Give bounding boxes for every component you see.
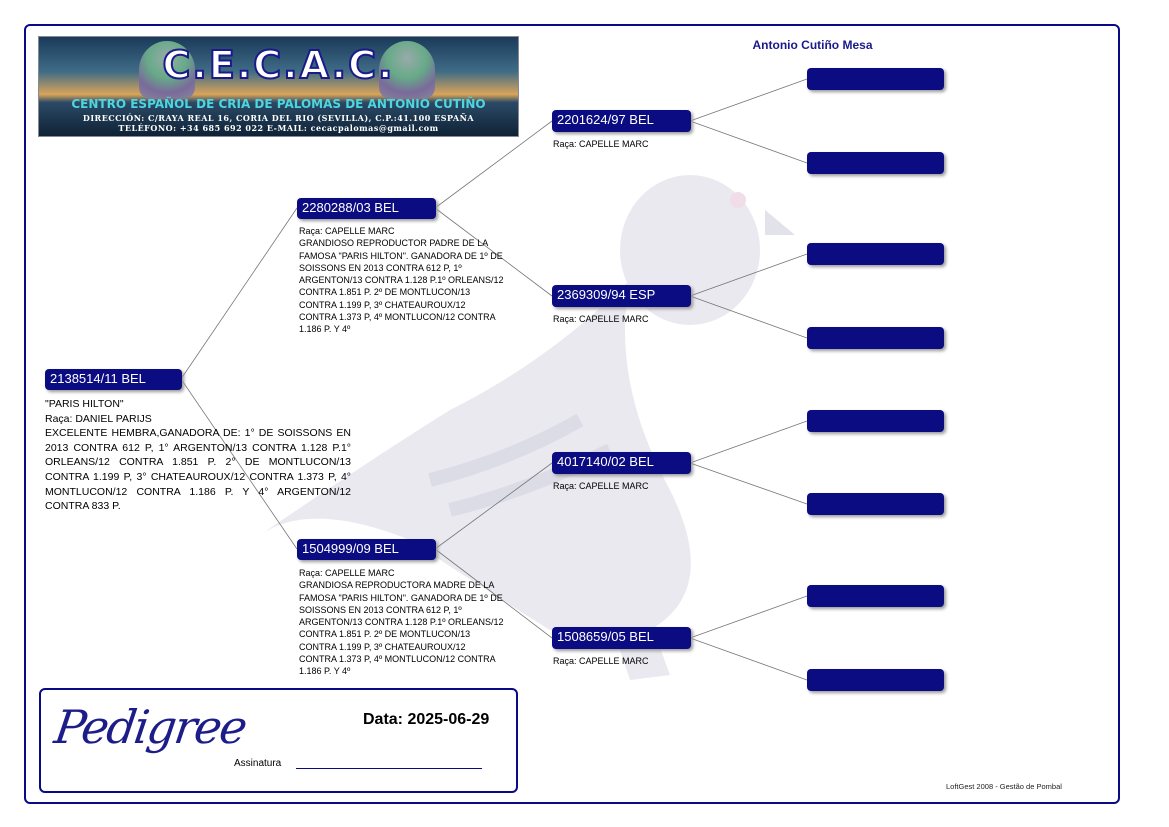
great-grandparent-box-empty[interactable] [807,243,944,265]
great-grandparent-box-empty[interactable] [807,669,944,691]
signature-label: Assinatura [234,758,282,769]
grandparent-breed: Raça: CAPELLE MARC [553,314,649,324]
pigeon-logo-icon [139,41,195,99]
grandparent-ring-box[interactable]: 2369309/94 ESP [552,285,691,307]
great-grandparent-box-empty[interactable] [807,410,944,432]
sire-notes: GRANDIOSO REPRODUCTOR PADRE DE LA FAMOSA… [299,238,504,335]
subject-name: "PARIS HILTON" [45,398,124,410]
grandparent-breed: Raça: CAPELLE MARC [553,481,649,491]
grandparent-breed: Raça: CAPELLE MARC [553,139,649,149]
owner-name: Antonio Cutiño Mesa [752,38,873,52]
logo-contact: TELÉFONO: +34 685 692 022 E-MAIL: cecacp… [118,123,439,133]
great-grandparent-box-empty[interactable] [807,152,944,174]
grandparent-ring-box[interactable]: 2201624/97 BEL [552,110,691,132]
sire-ring-box[interactable]: 2280288/03 BEL [297,198,436,219]
subject-notes: EXCELENTE HEMBRA,GANADORA DE: 1° DE SOIS… [45,427,351,513]
pedigree-footer-box [39,688,518,793]
great-grandparent-box-empty[interactable] [807,585,944,607]
subject-breed: Raça: DANIEL PARIJS [45,412,152,425]
pedigree-date: Data: 2025-06-29 [363,711,490,728]
grandparent-breed: Raça: CAPELLE MARC [553,656,649,666]
pigeon-logo-icon [379,41,435,99]
great-grandparent-box-empty[interactable] [807,327,944,349]
dam-info: Raça: CAPELLE MARC GRANDIOSA REPRODUCTOR… [299,567,505,678]
subject-info: "PARIS HILTON" Raça: DANIEL PARIJS EXCEL… [45,397,351,514]
dam-ring-box[interactable]: 1504999/09 BEL [297,539,436,560]
sire-info: Raça: CAPELLE MARC GRANDIOSO REPRODUCTOR… [299,225,505,336]
cecac-logo-banner: C.E.C.A.C. CENTRO ESPAÑOL DE CRIA DE PAL… [38,36,519,137]
dam-notes: GRANDIOSA REPRODUCTORA MADRE DE LA FAMOS… [299,580,504,677]
logo-subtitle: CENTRO ESPAÑOL DE CRIA DE PALOMAS DE ANT… [71,97,486,111]
dam-breed: Raça: CAPELLE MARC [299,568,395,578]
signature-line [296,768,482,769]
grandparent-ring-box[interactable]: 4017140/02 BEL [552,452,691,474]
great-grandparent-box-empty[interactable] [807,493,944,515]
pedigree-script-title: Pedigree [51,700,249,754]
subject-ring-box[interactable]: 2138514/11 BEL [45,369,182,390]
logo-title: C.E.C.A.C. [162,42,395,88]
logo-address: DIRECCIÓN: C/RAYA REAL 16, CORIA DEL RIO… [82,113,475,123]
software-credit: LoftGest 2008 - Gestão de Pombal [946,782,1062,791]
page-frame [24,24,1120,804]
grandparent-ring-box[interactable]: 1508659/05 BEL [552,627,691,649]
sire-breed: Raça: CAPELLE MARC [299,226,395,236]
great-grandparent-box-empty[interactable] [807,68,944,90]
